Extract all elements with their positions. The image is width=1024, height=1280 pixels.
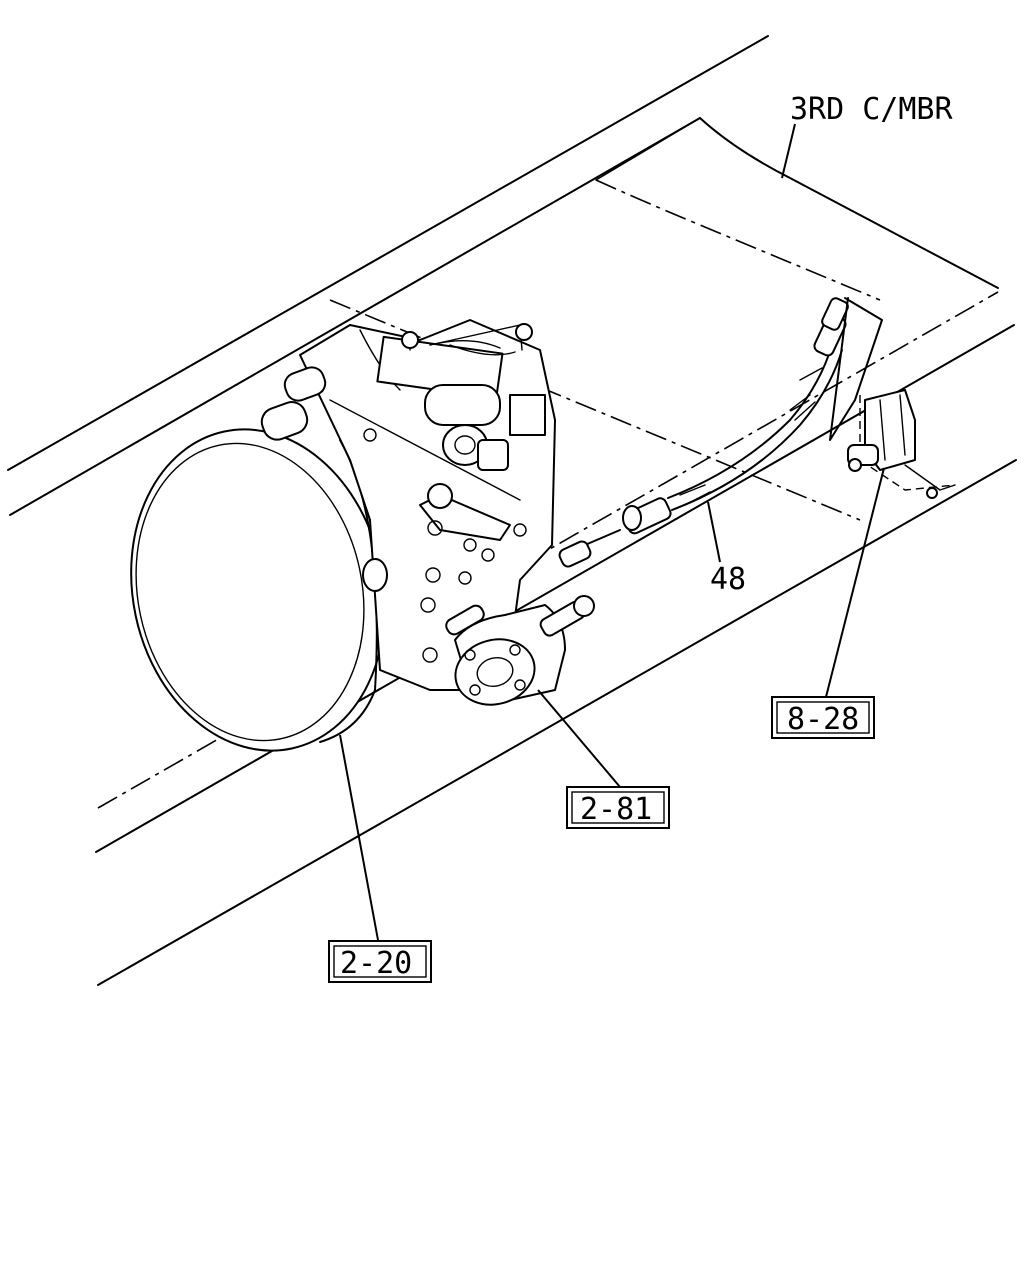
hose-assembly: [558, 297, 849, 568]
pto-unit: [445, 595, 595, 706]
hose-part-label: 48: [710, 562, 746, 597]
leader-lines: [339, 123, 885, 941]
callout-bracket[interactable]: 8-28: [771, 696, 875, 739]
callout-transmission[interactable]: 2-20: [328, 940, 432, 983]
bracket-assembly: [829, 297, 956, 499]
callout-transmission-label: 2-20: [340, 946, 412, 981]
crossmember-label: 3RD C/MBR: [790, 92, 953, 127]
callout-bracket-label: 8-28: [787, 702, 859, 737]
callout-pto[interactable]: 2-81: [566, 786, 670, 829]
transmission-assembly: [130, 319, 556, 752]
callout-pto-label: 2-81: [580, 792, 652, 827]
